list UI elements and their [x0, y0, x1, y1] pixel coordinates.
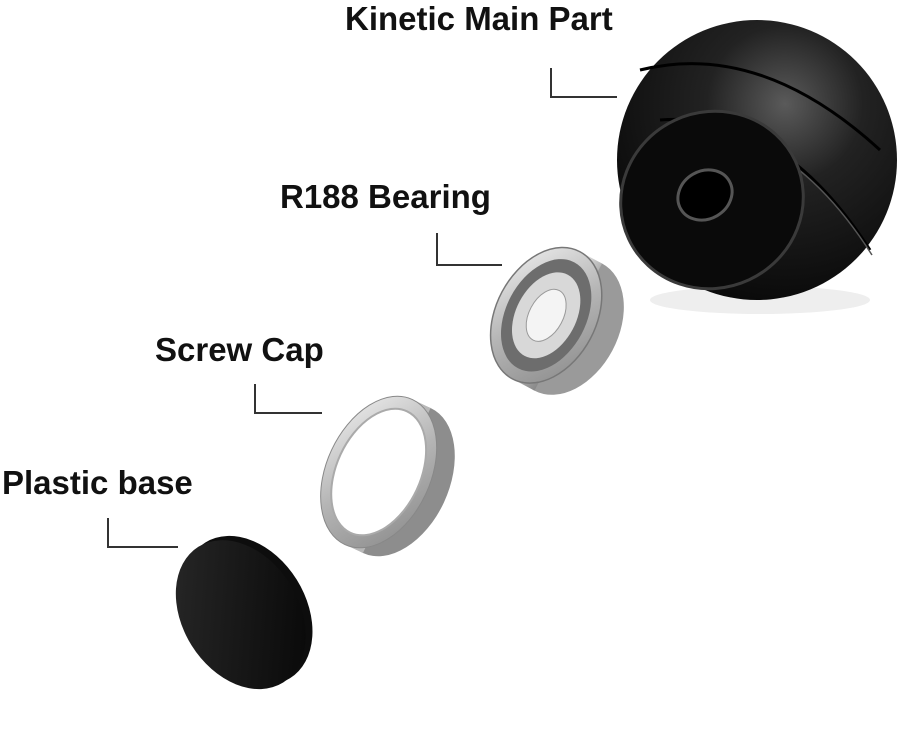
- leader-line-screw-cap: [254, 384, 322, 414]
- screw-cap: [320, 395, 455, 557]
- label-plastic-base: Plastic base: [2, 464, 193, 501]
- plastic-base: [175, 535, 313, 690]
- label-r188-bearing: R188 Bearing: [280, 178, 491, 215]
- label-kinetic-main-part: Kinetic Main Part: [345, 0, 613, 37]
- leader-line-plastic-base: [107, 518, 178, 548]
- label-screw-cap: Screw Cap: [155, 331, 324, 368]
- kinetic-main-part: [617, 20, 897, 314]
- leader-line-bearing: [436, 233, 502, 266]
- leader-line-main-part: [550, 68, 617, 98]
- r188-bearing: [489, 246, 624, 395]
